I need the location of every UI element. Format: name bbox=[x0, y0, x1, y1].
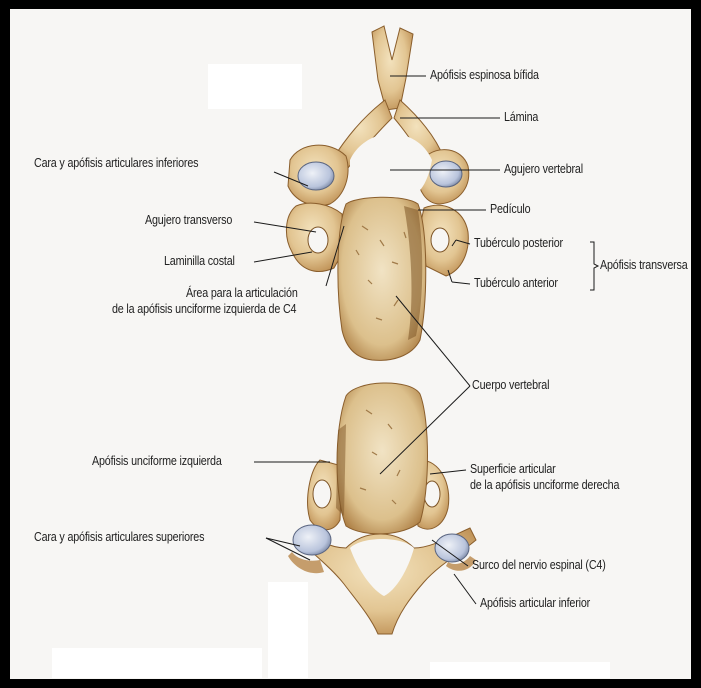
left-superior-facet bbox=[293, 525, 331, 555]
right-inferior-facet bbox=[430, 161, 462, 187]
label-apofisis-espinosa: Apófisis espinosa bífida bbox=[430, 68, 539, 82]
label-surco-nervio: Surco del nervio espinal (C4) bbox=[472, 558, 606, 572]
label-lamina: Lámina bbox=[504, 110, 538, 124]
transverse-bracket bbox=[590, 242, 598, 290]
label-cuerpo-vertebral: Cuerpo vertebral bbox=[472, 378, 549, 392]
label-apofisis-transversa: Apófisis transversa bbox=[600, 258, 688, 272]
label-agujero-transverso: Agujero transverso bbox=[145, 213, 232, 227]
label-superficie-articular-2: de la apófisis unciforme derecha bbox=[470, 478, 619, 492]
right-foramen-transversarium bbox=[431, 228, 449, 252]
right-superior-facet bbox=[435, 534, 469, 562]
vertebral-body-lower bbox=[337, 383, 428, 534]
spinous-process bbox=[372, 26, 413, 110]
white-block-bottom-left bbox=[52, 648, 262, 678]
label-area-articulacion-1: Área para la articulación bbox=[186, 286, 298, 300]
label-apofisis-articular-inferior: Apófisis articular inferior bbox=[480, 596, 590, 610]
label-area-articulacion-2: de la apófisis unciforme izquierda de C4 bbox=[112, 302, 296, 316]
label-pediculo: Pedículo bbox=[490, 202, 530, 216]
label-cara-superiores: Cara y apófisis articulares superiores bbox=[34, 530, 204, 544]
label-tuberculo-anterior: Tubérculo anterior bbox=[474, 276, 558, 290]
label-cara-inferiores: Cara y apófisis articulares inferiores bbox=[34, 156, 198, 170]
white-block-top bbox=[208, 64, 302, 109]
label-unciforme-izquierda: Apófisis unciforme izquierda bbox=[92, 454, 222, 468]
left-foramen-lower bbox=[313, 480, 331, 508]
white-block-bottom-right bbox=[430, 662, 610, 678]
label-superficie-articular-1: Superficie articular bbox=[470, 462, 556, 476]
lower-vertebra bbox=[288, 383, 476, 634]
label-agujero-vertebral: Agujero vertebral bbox=[504, 162, 583, 176]
label-laminilla-costal: Laminilla costal bbox=[164, 254, 235, 268]
left-inferior-facet bbox=[298, 162, 334, 190]
white-block-bottom-mid bbox=[268, 582, 308, 678]
label-tuberculo-posterior: Tubérculo posterior bbox=[474, 236, 563, 250]
